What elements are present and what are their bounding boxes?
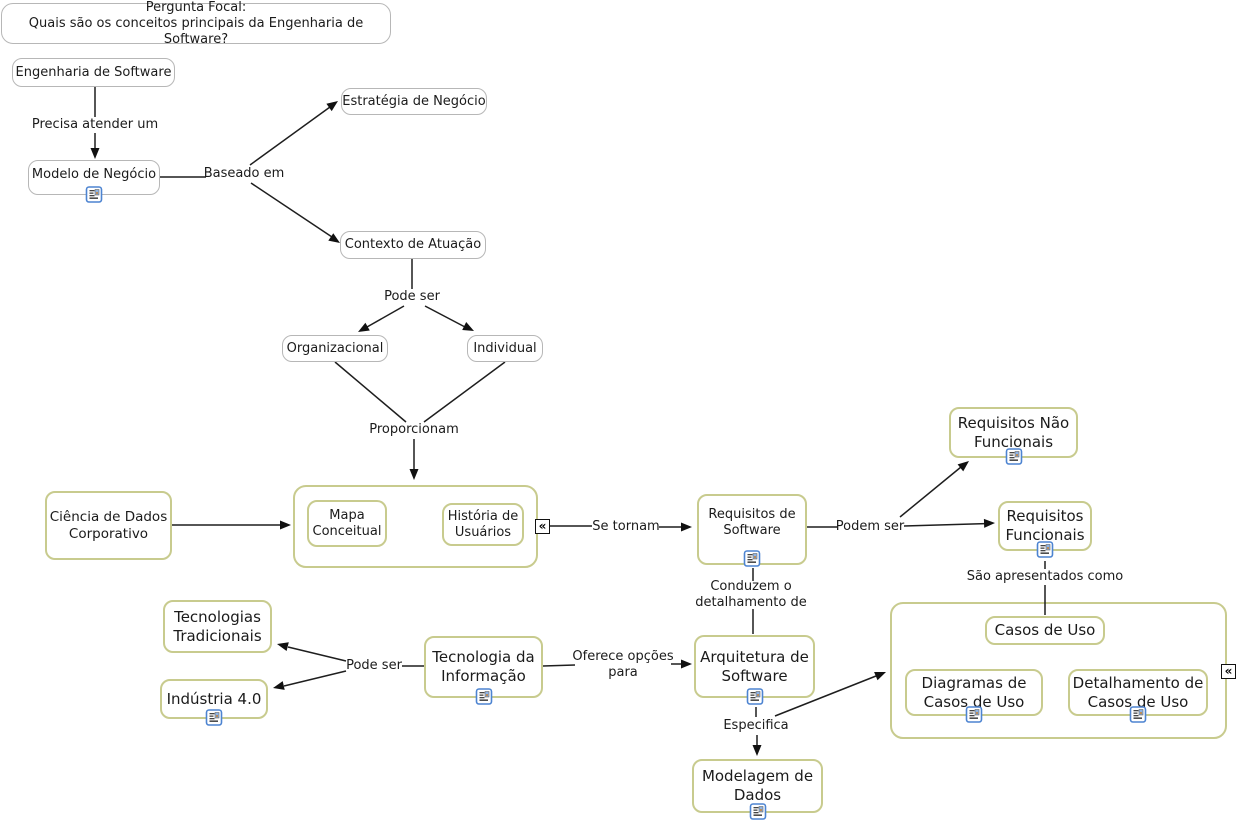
node-requisitos-nao-funcionais[interactable]: Requisitos Não Funcionais (949, 407, 1078, 465)
resource-icon[interactable] (965, 706, 983, 723)
resource-icon[interactable] (85, 186, 103, 203)
node-label: Detalhamento de Casos de Uso (1072, 673, 1204, 711)
node-label: Requisitos Não Funcionais (957, 413, 1070, 451)
link-label-pode-ser-2[interactable]: Pode ser (346, 658, 402, 673)
link-label-precisa-atender-um[interactable]: Precisa atender um (31, 117, 159, 132)
node-label: Modelo de Negócio (31, 166, 157, 182)
link-label-proporcionam[interactable]: Proporcionam (369, 422, 459, 437)
node-requisitos-funcionais[interactable]: Requisitos Funcionais (998, 501, 1092, 558)
node-casos-de-uso[interactable]: Casos de Uso (985, 616, 1105, 645)
resource-icon[interactable] (743, 550, 761, 567)
resource-icon[interactable] (749, 803, 766, 820)
link-label-pode-ser-1[interactable]: Pode ser (384, 289, 440, 304)
node-contexto-de-atuacao[interactable]: Contexto de Atuação (340, 231, 486, 259)
link-label-especifica[interactable]: Especifica (723, 718, 789, 733)
node-label: Requisitos Funcionais (1005, 507, 1085, 544)
node-modelagem-de-dados[interactable]: Modelagem de Dados (692, 759, 823, 820)
link-label-podem-ser[interactable]: Podem ser (835, 519, 905, 534)
node-detalhamento-de-casos-de-uso[interactable]: Detalhamento de Casos de Uso (1068, 669, 1208, 723)
edge-especifica (752, 672, 886, 756)
edge-pode-ser-1 (358, 258, 474, 332)
node-mapa-conceitual[interactable]: Mapa Conceitual (307, 500, 387, 547)
node-label: Engenharia de Software (15, 64, 172, 80)
node-label: Casos de Uso (994, 621, 1096, 639)
node-label: Ciência de Dados Corporativo (49, 508, 168, 542)
collapse-icon[interactable]: « (1221, 664, 1236, 679)
node-label: Diagramas de Casos de Uso (921, 673, 1027, 711)
node-label: Pergunta Focal: Quais são os conceitos p… (28, 0, 364, 47)
link-label-se-tornam[interactable]: Se tornam (592, 519, 660, 534)
node-label: Requisitos de Software (708, 506, 796, 538)
node-label: Contexto de Atuação (344, 237, 482, 252)
link-label-oferece-opcoes-para[interactable]: Oferece opções para (572, 649, 674, 680)
node-label: Mapa Conceitual (312, 507, 382, 539)
node-modelo-de-negocio[interactable]: Modelo de Negócio (28, 160, 160, 203)
node-label: Tecnologias Tradicionais (173, 607, 262, 645)
node-historia-de-usuarios[interactable]: História de Usuários (442, 503, 524, 546)
node-estrategia-de-negocio[interactable]: Estratégia de Negócio (341, 88, 487, 115)
node-industria-4-0[interactable]: Indústria 4.0 (160, 679, 268, 726)
node-arquitetura-de-software[interactable]: Arquitetura de Software (694, 635, 815, 705)
node-individual[interactable]: Individual (467, 335, 543, 362)
collapse-icon[interactable]: « (535, 519, 550, 534)
link-label-sao-apresentados-como[interactable]: São apresentados como (966, 569, 1124, 584)
edge-ciencia-dados (172, 520, 291, 530)
edge-oferece-opcoes (542, 659, 692, 669)
resource-icon[interactable] (475, 688, 492, 705)
resource-icon[interactable] (746, 688, 763, 705)
node-engenharia-de-software[interactable]: Engenharia de Software (12, 58, 175, 87)
node-diagramas-de-casos-de-uso[interactable]: Diagramas de Casos de Uso (905, 669, 1043, 723)
node-label: Tecnologia da Informação (432, 648, 535, 685)
node-label: História de Usuários (447, 508, 519, 540)
edge-precisa-atender-um (90, 87, 100, 159)
resource-icon[interactable] (1005, 448, 1022, 465)
link-label-conduzem-o-detalhamento-de[interactable]: Conduzem o detalhamento de (695, 579, 807, 610)
edge-proporcionam (334, 361, 506, 480)
node-ciencia-de-dados-corporativo[interactable]: Ciência de Dados Corporativo (45, 491, 172, 560)
link-label-baseado-em[interactable]: Baseado em (203, 166, 285, 181)
edge-se-tornam (550, 522, 692, 532)
node-tecnologias-tradicionais[interactable]: Tecnologias Tradicionais (163, 600, 272, 653)
edge-pode-ser-2 (273, 642, 424, 690)
node-requisitos-de-software[interactable]: Requisitos de Software (697, 494, 807, 567)
node-label: Individual (473, 340, 537, 356)
resource-icon[interactable] (1129, 706, 1147, 723)
edge-baseado-em (160, 101, 340, 243)
node-tecnologia-da-informacao[interactable]: Tecnologia da Informação (424, 636, 543, 705)
node-organizacional[interactable]: Organizacional (282, 335, 388, 362)
node-label: Estratégia de Negócio (342, 93, 486, 109)
node-label: Organizacional (286, 340, 384, 356)
resource-icon[interactable] (1036, 541, 1054, 558)
node-label: Indústria 4.0 (166, 689, 262, 708)
node-pergunta-focal[interactable]: Pergunta Focal: Quais são os conceitos p… (1, 0, 391, 47)
resource-icon[interactable] (205, 709, 223, 726)
edge-podem-ser (807, 461, 995, 528)
node-label: Arquitetura de Software (700, 647, 809, 685)
node-label: Modelagem de Dados (701, 767, 814, 804)
